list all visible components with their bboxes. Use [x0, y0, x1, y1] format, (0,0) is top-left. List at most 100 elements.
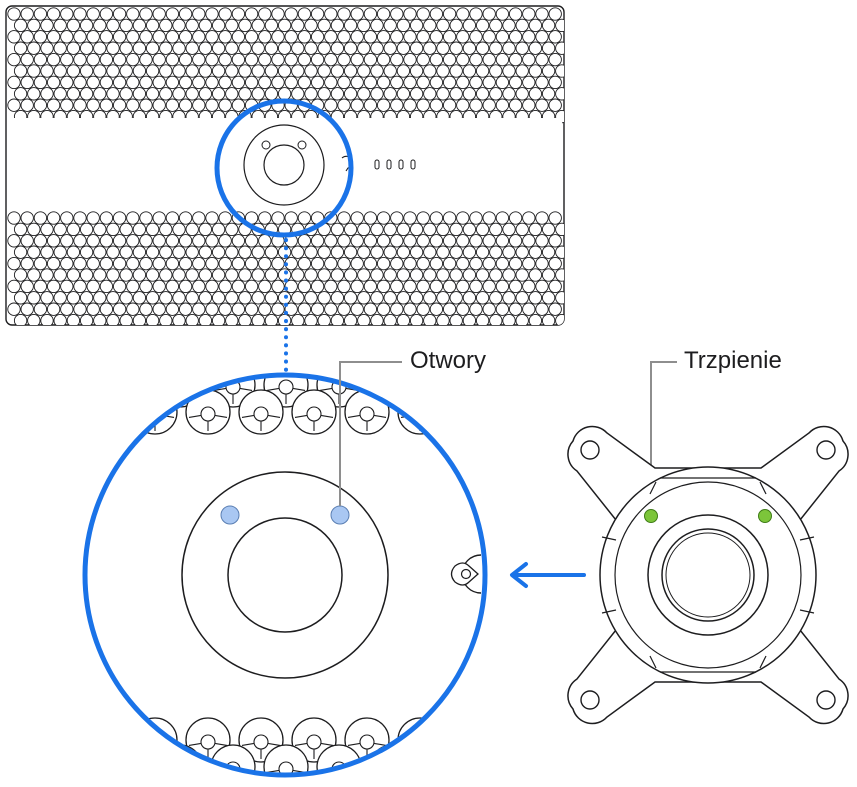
- vent-hole: [403, 256, 417, 271]
- hole-left: [220, 505, 240, 525]
- vent-hole: [429, 256, 444, 271]
- vent-hole: [53, 41, 67, 55]
- vent-grille-bottom: [7, 211, 564, 325]
- vent-hole: [112, 98, 127, 112]
- vent-hole: [482, 98, 496, 112]
- vent-hole: [271, 7, 285, 21]
- vent-hole: [40, 222, 54, 237]
- vent-hole: [264, 18, 279, 33]
- vent-hole: [119, 291, 133, 305]
- vent-hole: [172, 87, 186, 101]
- vent-hole: [429, 234, 444, 248]
- vent-hole: [291, 389, 337, 435]
- vent-hole: [436, 291, 450, 305]
- vent-hole: [60, 279, 74, 294]
- vent-hole: [40, 291, 54, 305]
- vent-hole: [132, 291, 147, 305]
- vent-hole: [7, 52, 21, 67]
- vent-hole: [390, 279, 404, 294]
- vent-hole: [126, 75, 140, 90]
- vent-hole: [53, 87, 67, 101]
- vent-hole: [238, 64, 252, 78]
- pin-right: [758, 509, 772, 523]
- vent-hole: [231, 98, 246, 112]
- vent-hole: [132, 41, 147, 55]
- vent-hole: [436, 64, 450, 78]
- vent-hole: [211, 313, 226, 325]
- vent-hole: [343, 41, 358, 55]
- vent-hole: [172, 41, 186, 55]
- vent-hole: [324, 75, 338, 90]
- vent-hole: [60, 52, 74, 67]
- vent-hole: [469, 7, 483, 21]
- vent-hole: [225, 268, 239, 282]
- vent-hole: [159, 87, 173, 101]
- vent-hole: [66, 222, 81, 237]
- vent-hole: [132, 64, 147, 78]
- vent-hole: [522, 30, 536, 44]
- vent-hole: [475, 222, 490, 237]
- vent-hole: [145, 41, 160, 55]
- vent-hole: [60, 256, 74, 271]
- vent-hole: [284, 302, 298, 316]
- vent-hole: [211, 87, 226, 101]
- vent-hole: [238, 268, 252, 282]
- vent-hole: [515, 313, 529, 325]
- vent-hole: [396, 222, 411, 237]
- vent-hole: [317, 87, 331, 101]
- vent-hole: [495, 211, 510, 225]
- vent-hole: [33, 234, 48, 248]
- vent-hole: [99, 75, 114, 90]
- vent-hole: [178, 279, 193, 294]
- vent-hole: [20, 279, 34, 294]
- vent-hole: [66, 313, 81, 325]
- vent-hole: [126, 211, 140, 225]
- vent-hole: [86, 279, 100, 294]
- vent-hole: [132, 245, 147, 259]
- vent-hole: [442, 256, 457, 271]
- vent-hole: [376, 211, 391, 225]
- vent-hole: [535, 98, 549, 112]
- vent-hole: [271, 75, 285, 90]
- vent-hole: [205, 7, 219, 21]
- vent-hole: [20, 234, 34, 248]
- vent-hole: [185, 18, 199, 33]
- vent-hole: [86, 211, 100, 225]
- vent-hole: [324, 98, 338, 112]
- vent-hole: [304, 18, 318, 33]
- vent-hole: [264, 313, 279, 325]
- vent-hole: [462, 222, 477, 237]
- vent-hole: [409, 64, 424, 78]
- vent-hole: [343, 313, 358, 325]
- vent-hole: [495, 234, 510, 248]
- vent-hole: [7, 98, 21, 112]
- vent-hole: [225, 18, 239, 33]
- vent-hole: [508, 302, 523, 316]
- vent-hole: [99, 256, 114, 271]
- vent-hole: [172, 291, 186, 305]
- vent-hole: [456, 302, 470, 316]
- vent-hole: [390, 211, 404, 225]
- vent-hole: [390, 30, 404, 44]
- vent-hole: [13, 18, 28, 33]
- vent-hole: [370, 313, 384, 325]
- vent-hole: [33, 256, 48, 271]
- vent-hole: [7, 234, 21, 248]
- vent-hole: [27, 245, 41, 259]
- vent-hole: [429, 75, 444, 90]
- vent-hole: [357, 268, 371, 282]
- vent-hole: [324, 234, 338, 248]
- vent-hole: [469, 256, 483, 271]
- vent-hole: [139, 75, 153, 90]
- vent-hole: [145, 18, 160, 33]
- vent-hole: [528, 222, 543, 237]
- vent-hole: [330, 245, 345, 259]
- vent-hole: [73, 52, 87, 67]
- vent-hole: [502, 41, 516, 55]
- vent-hole: [139, 279, 153, 294]
- vent-hole: [502, 268, 516, 282]
- vent-hole: [13, 268, 28, 282]
- vent-hole: [231, 7, 246, 21]
- vent-hole: [86, 234, 100, 248]
- vent-hole: [258, 52, 272, 67]
